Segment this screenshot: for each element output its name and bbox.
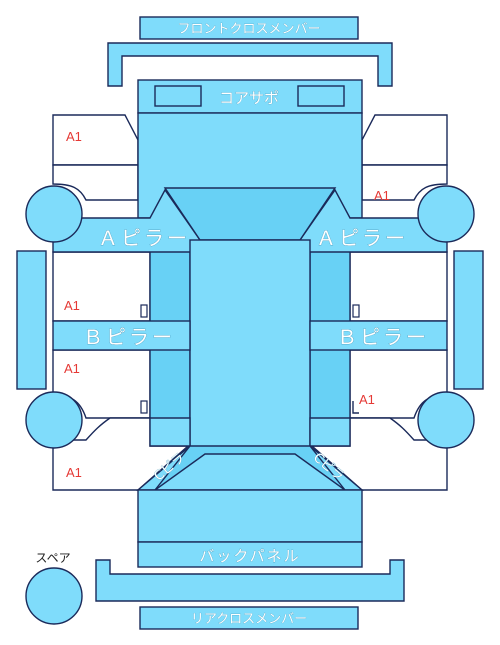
right-front-door-panel[interactable] [349, 251, 448, 322]
left-side-sill[interactable] [16, 250, 47, 390]
right-rear-door-handle [352, 401, 359, 414]
front-cross-member-label: フロントクロスメンバー [177, 22, 320, 37]
left-rear-door-handle [140, 400, 148, 414]
left-front-wheel[interactable] [25, 185, 83, 243]
core-support-label: コアサポ [219, 89, 279, 107]
grade-front-right: A1 [374, 188, 390, 203]
back-panel[interactable] [137, 541, 363, 568]
right-a-pillar-label: Ａピラー [316, 226, 408, 250]
core-support-left-slot [154, 85, 202, 107]
trunk-floor[interactable] [137, 489, 363, 543]
left-b-pillar[interactable] [52, 320, 191, 351]
right-front-door-outline[interactable] [361, 164, 448, 201]
left-rear-quarter-outline[interactable] [52, 417, 190, 491]
right-rear-inner [309, 417, 351, 447]
left-front-door-handle [140, 304, 148, 318]
right-front-wheel[interactable] [417, 185, 475, 243]
front-cross-member-panel[interactable] [139, 16, 359, 40]
left-a-pillar-label: Ａピラー [98, 226, 190, 250]
right-b-pillar[interactable] [309, 320, 448, 351]
spare-label: スペア [35, 551, 70, 565]
grade-mid-left-upper: A1 [64, 298, 80, 313]
grade-mid-left-lower: A1 [64, 361, 80, 376]
right-front-door-handle [352, 304, 360, 318]
left-front-door-outline[interactable] [52, 164, 139, 201]
roof-panel[interactable] [189, 239, 311, 449]
right-front-fender-outline[interactable] [361, 114, 448, 166]
right-b-pillar-label: Ｂピラー [337, 325, 429, 349]
spare-tire[interactable] [25, 567, 83, 625]
right-rear-quarter-outline[interactable] [310, 417, 448, 491]
core-support-right-slot [297, 85, 345, 107]
left-b-pillar-label: Ｂピラー [83, 325, 175, 349]
back-panel-label: バックパネル [199, 547, 300, 565]
grade-rear-left: A1 [66, 465, 82, 480]
rear-bumper-reinforcement[interactable] [95, 559, 405, 602]
right-side-sill[interactable] [453, 250, 484, 390]
grade-front-left: A1 [66, 129, 82, 144]
right-rear-wheel[interactable] [417, 391, 475, 449]
front-bumper-reinforcement[interactable] [107, 42, 393, 87]
rear-cross-member-panel[interactable] [139, 606, 359, 630]
left-rear-inner [149, 417, 191, 447]
grade-mid-right-lower: A1 [359, 392, 375, 407]
rear-cross-member-label: リアクロスメンバー [191, 612, 307, 627]
left-rear-wheel[interactable] [25, 391, 83, 449]
